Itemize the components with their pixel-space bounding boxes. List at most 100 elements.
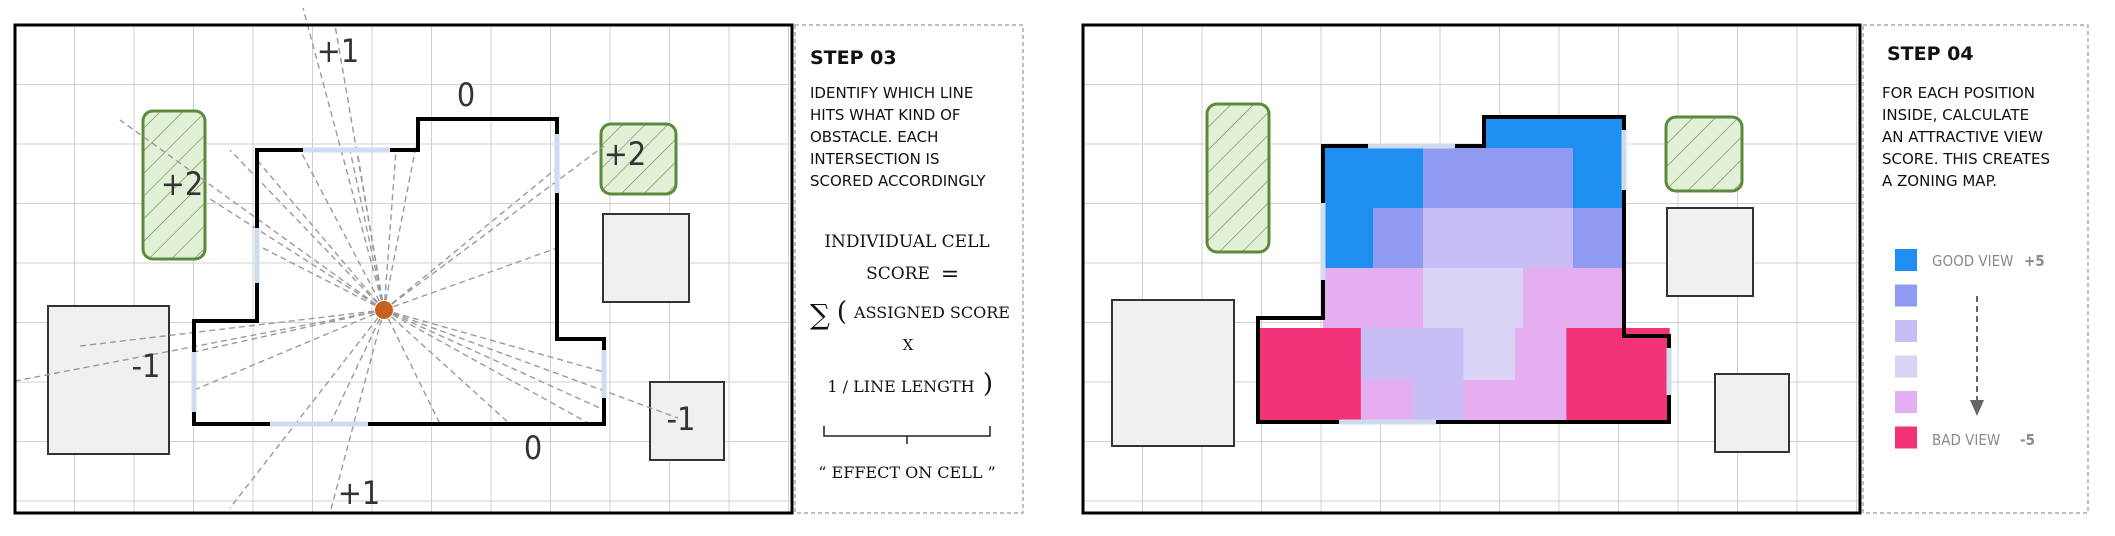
step4-desc-line4: SCORE. THIS CREATES: [1882, 150, 2050, 168]
legend-bad-value: -5: [2020, 431, 2035, 449]
step4-text-frame: [1862, 24, 2089, 514]
building-right-bottom: [649, 381, 725, 461]
zoning-cell: [1309, 380, 1362, 423]
zoning-cell: [1473, 268, 1524, 329]
sight-line: [229, 309, 385, 509]
sight-line: [383, 309, 605, 411]
formula-open-paren: (: [837, 297, 847, 327]
score-building-right: -1: [667, 400, 696, 438]
score-bottom-wall: 0: [524, 429, 542, 467]
sight-line: [383, 247, 558, 311]
formula-line1: INDIVIDUAL CELL: [824, 232, 989, 252]
formula-line-length: 1 / LINE LENGTH: [827, 377, 974, 396]
tree-left-step4: [1205, 102, 1271, 254]
zoning-cell: [1554, 117, 1625, 149]
zoning-cell: [1515, 380, 1567, 423]
sight-line: [383, 309, 679, 419]
tree-right: [599, 122, 678, 196]
building-right-top: [602, 213, 690, 303]
sight-line: [256, 159, 385, 311]
zoning-cell: [1323, 148, 1374, 209]
zoning-cell: [1463, 380, 1516, 423]
step3-title: STEP 03: [810, 47, 897, 69]
sight-line: [383, 167, 558, 311]
step4-desc-line2: INSIDE, CALCULATE: [1882, 106, 2029, 124]
legend-good-label: GOOD VIEW: [1932, 252, 2013, 270]
sight-line: [383, 145, 605, 311]
zoning-cell: [1423, 148, 1474, 209]
sight-line: [14, 309, 385, 382]
sight-line: [349, 149, 385, 311]
sight-line: [356, 149, 385, 311]
step3-map-frame: [13, 23, 794, 515]
sight-line: [383, 149, 397, 311]
zoning-cell: [1423, 268, 1474, 329]
legend-good-value: +5: [2024, 252, 2045, 270]
sight-line: [383, 309, 511, 425]
sight-line: [383, 309, 605, 373]
step4-desc-line5: A ZONING MAP.: [1882, 172, 1997, 190]
building-right-top-step4: [1666, 207, 1754, 297]
zoning-cell: [1473, 148, 1524, 209]
zoning-cell: [1373, 148, 1424, 209]
zoning-cell: [1423, 208, 1474, 269]
legend-swatch: [1895, 284, 1917, 307]
zoning-map: [1258, 117, 1670, 423]
score-bottom-open: +1: [338, 474, 380, 512]
legend-arrow-head: [1970, 400, 1984, 416]
score-building-left: -1: [132, 347, 161, 385]
step3-desc-line5: SCORED ACCORDINGLY: [810, 172, 986, 190]
sight-line: [193, 309, 385, 353]
step3-text-frame: [794, 24, 1024, 514]
step3-panel: +1 0 +2 +2 -1 -1 0 +1: [13, 7, 794, 515]
formula-assigned-score: ASSIGNED SCORE: [853, 303, 1010, 322]
formula-line2: SCORE: [866, 264, 930, 284]
formula-sigma: ∑: [810, 298, 830, 331]
step4-map-frame: [1081, 23, 1862, 515]
zoning-cell: [1523, 208, 1574, 269]
score-top-wall: 0: [457, 76, 475, 114]
zoning-cell: [1258, 380, 1310, 423]
legend-swatches: [1895, 249, 1917, 449]
score-top-open: +1: [317, 32, 359, 70]
step3-desc-line2: HITS WHAT KIND OF: [810, 106, 961, 124]
step4-panel: [1081, 23, 1862, 515]
zoning-cell: [1566, 328, 1619, 381]
zoning-cell: [1573, 148, 1624, 209]
formula-equals: =: [941, 262, 959, 287]
building-left-step4: [1111, 299, 1235, 447]
sight-line: [209, 198, 385, 311]
sight-line: [383, 309, 441, 425]
formula-brace: [823, 426, 991, 444]
step4-text-panel: STEP 04 FOR EACH POSITION INSIDE, CALCUL…: [1862, 24, 2089, 514]
zoning-cell: [1258, 328, 1310, 381]
step3-text-panel: STEP 03 IDENTIFY WHICH LINE HITS WHAT KI…: [794, 24, 1024, 514]
legend-swatch: [1895, 391, 1917, 413]
score-tree-right: +2: [604, 135, 646, 173]
zoning-cell: [1617, 380, 1670, 423]
step3-desc-line1: IDENTIFY WHICH LINE: [810, 84, 973, 102]
zoning-cell: [1523, 148, 1574, 209]
zoning-cell: [1463, 328, 1516, 381]
tree-right-step4: [1664, 115, 1744, 193]
zoning-cell: [1373, 208, 1424, 269]
step4-title: STEP 04: [1887, 43, 1974, 65]
building-right-bottom-step4: [1714, 373, 1790, 453]
zoning-cell: [1573, 268, 1624, 329]
building-left: [47, 305, 170, 455]
sight-line: [256, 244, 385, 311]
legend-swatch: [1895, 426, 1917, 449]
zoning-cell: [1473, 208, 1524, 269]
legend-swatch: [1895, 249, 1917, 271]
legend-swatch: [1895, 320, 1917, 342]
tree-left: [141, 109, 207, 261]
step3-desc-line3: OBSTACLE. EACH: [810, 128, 938, 146]
zoning-cell: [1412, 380, 1465, 423]
sight-line: [329, 309, 385, 514]
sight-line: [302, 7, 385, 311]
formula-times: X: [903, 336, 914, 354]
room-outline-step4: [1256, 115, 1672, 425]
zoning-cell: [1323, 268, 1374, 329]
zoning-cell: [1309, 328, 1362, 381]
